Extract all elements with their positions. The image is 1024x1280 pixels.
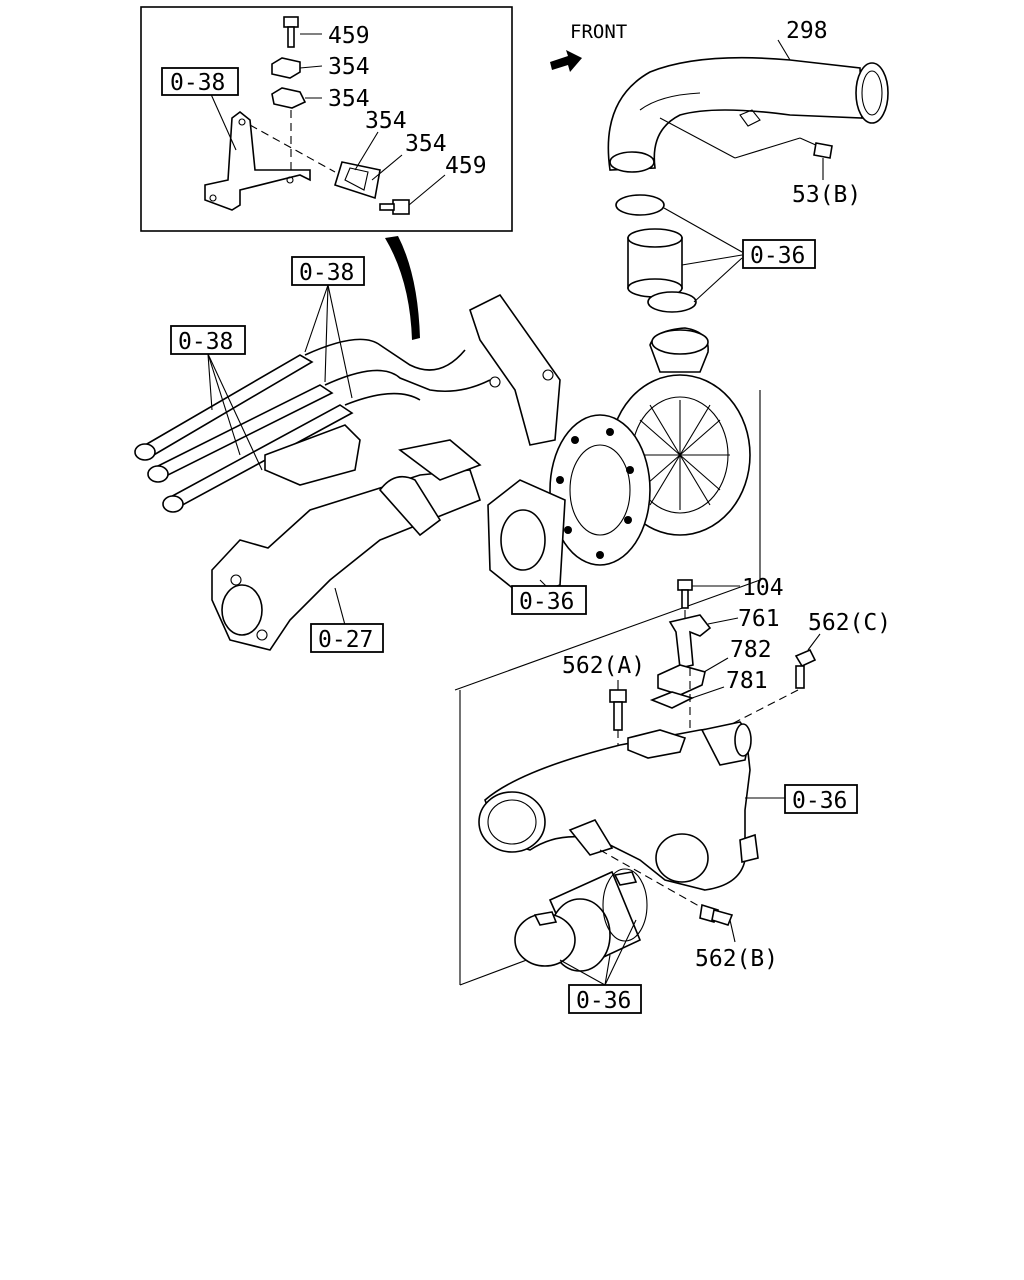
oil-lines (134, 293, 561, 513)
bolt-459-right (379, 199, 410, 215)
label-104: 104 (742, 575, 784, 601)
label-354-a: 354 (328, 54, 370, 80)
front-arrow-group: FRONT (550, 21, 627, 72)
ref-038-upper: 0-38 (299, 260, 354, 286)
exhaust-manifold: 0-27 (211, 439, 482, 653)
air-pipe-298: 298 (607, 18, 889, 173)
bolt-459-top (283, 16, 299, 48)
ref-box-036-bottom (568, 984, 642, 1014)
label-354-d: 354 (405, 131, 447, 157)
label-354-c: 354 (365, 108, 407, 134)
ref-038-group: 0-38 0-38 (170, 256, 365, 471)
inset-frame (140, 6, 513, 232)
label-562c: 562(C) (808, 610, 891, 636)
label-53b: 53(B) (792, 182, 861, 208)
ref-box-036-upper-right (742, 239, 816, 269)
label-298: 298 (786, 18, 828, 44)
section-divider-upper (454, 579, 761, 691)
front-label: FRONT (570, 21, 627, 43)
ref-box-027 (310, 623, 384, 653)
label-562a: 562(A) (562, 653, 645, 679)
callout-wedge (385, 236, 420, 340)
ref-box-036-pipe (784, 784, 858, 814)
ref-036-upper-right: 0-36 (750, 243, 805, 269)
ref-036-turbo: 0-36 (519, 589, 574, 615)
bolt-53b: 53(B) (792, 137, 861, 208)
ref-038-inset: 0-38 (170, 70, 225, 96)
label-761: 761 (738, 606, 780, 632)
intake-pipe: 0-36 (478, 721, 858, 891)
sensor-hardware: 104 761 782 781 562(A) 562(C) (562, 575, 891, 770)
ref-box-038-inset (161, 67, 239, 96)
ref-box-038-upper (291, 256, 365, 286)
ref-027: 0-27 (318, 627, 373, 653)
ref-038-left: 0-38 (178, 329, 233, 355)
clip-354-a (271, 57, 301, 79)
bracket-part (204, 110, 311, 211)
hose-clamp-set-lower: 0-36 (514, 868, 648, 1014)
ref-036-bottom: 0-36 (576, 988, 631, 1014)
ref-036-pipe: 0-36 (792, 788, 847, 814)
bolt-562b: 562(B) (599, 849, 778, 972)
ref-box-038-left (170, 325, 246, 355)
ref-box-036-turbo (511, 585, 587, 615)
label-782: 782 (730, 637, 772, 663)
front-arrow-icon (550, 50, 582, 72)
label-354-b: 354 (328, 86, 370, 112)
label-781: 781 (726, 668, 768, 694)
turbocharger-assembly: 0-36 (487, 327, 751, 615)
label-459-right: 459 (445, 153, 487, 179)
label-562b: 562(B) (695, 946, 778, 972)
hose-clamp-set-upper: 0-36 (615, 194, 816, 313)
label-459-top: 459 (328, 23, 370, 49)
inset-detail: 459 354 354 354 354 459 0-38 (140, 6, 513, 232)
clip-plate (334, 161, 381, 200)
clip-354-b (271, 87, 307, 109)
